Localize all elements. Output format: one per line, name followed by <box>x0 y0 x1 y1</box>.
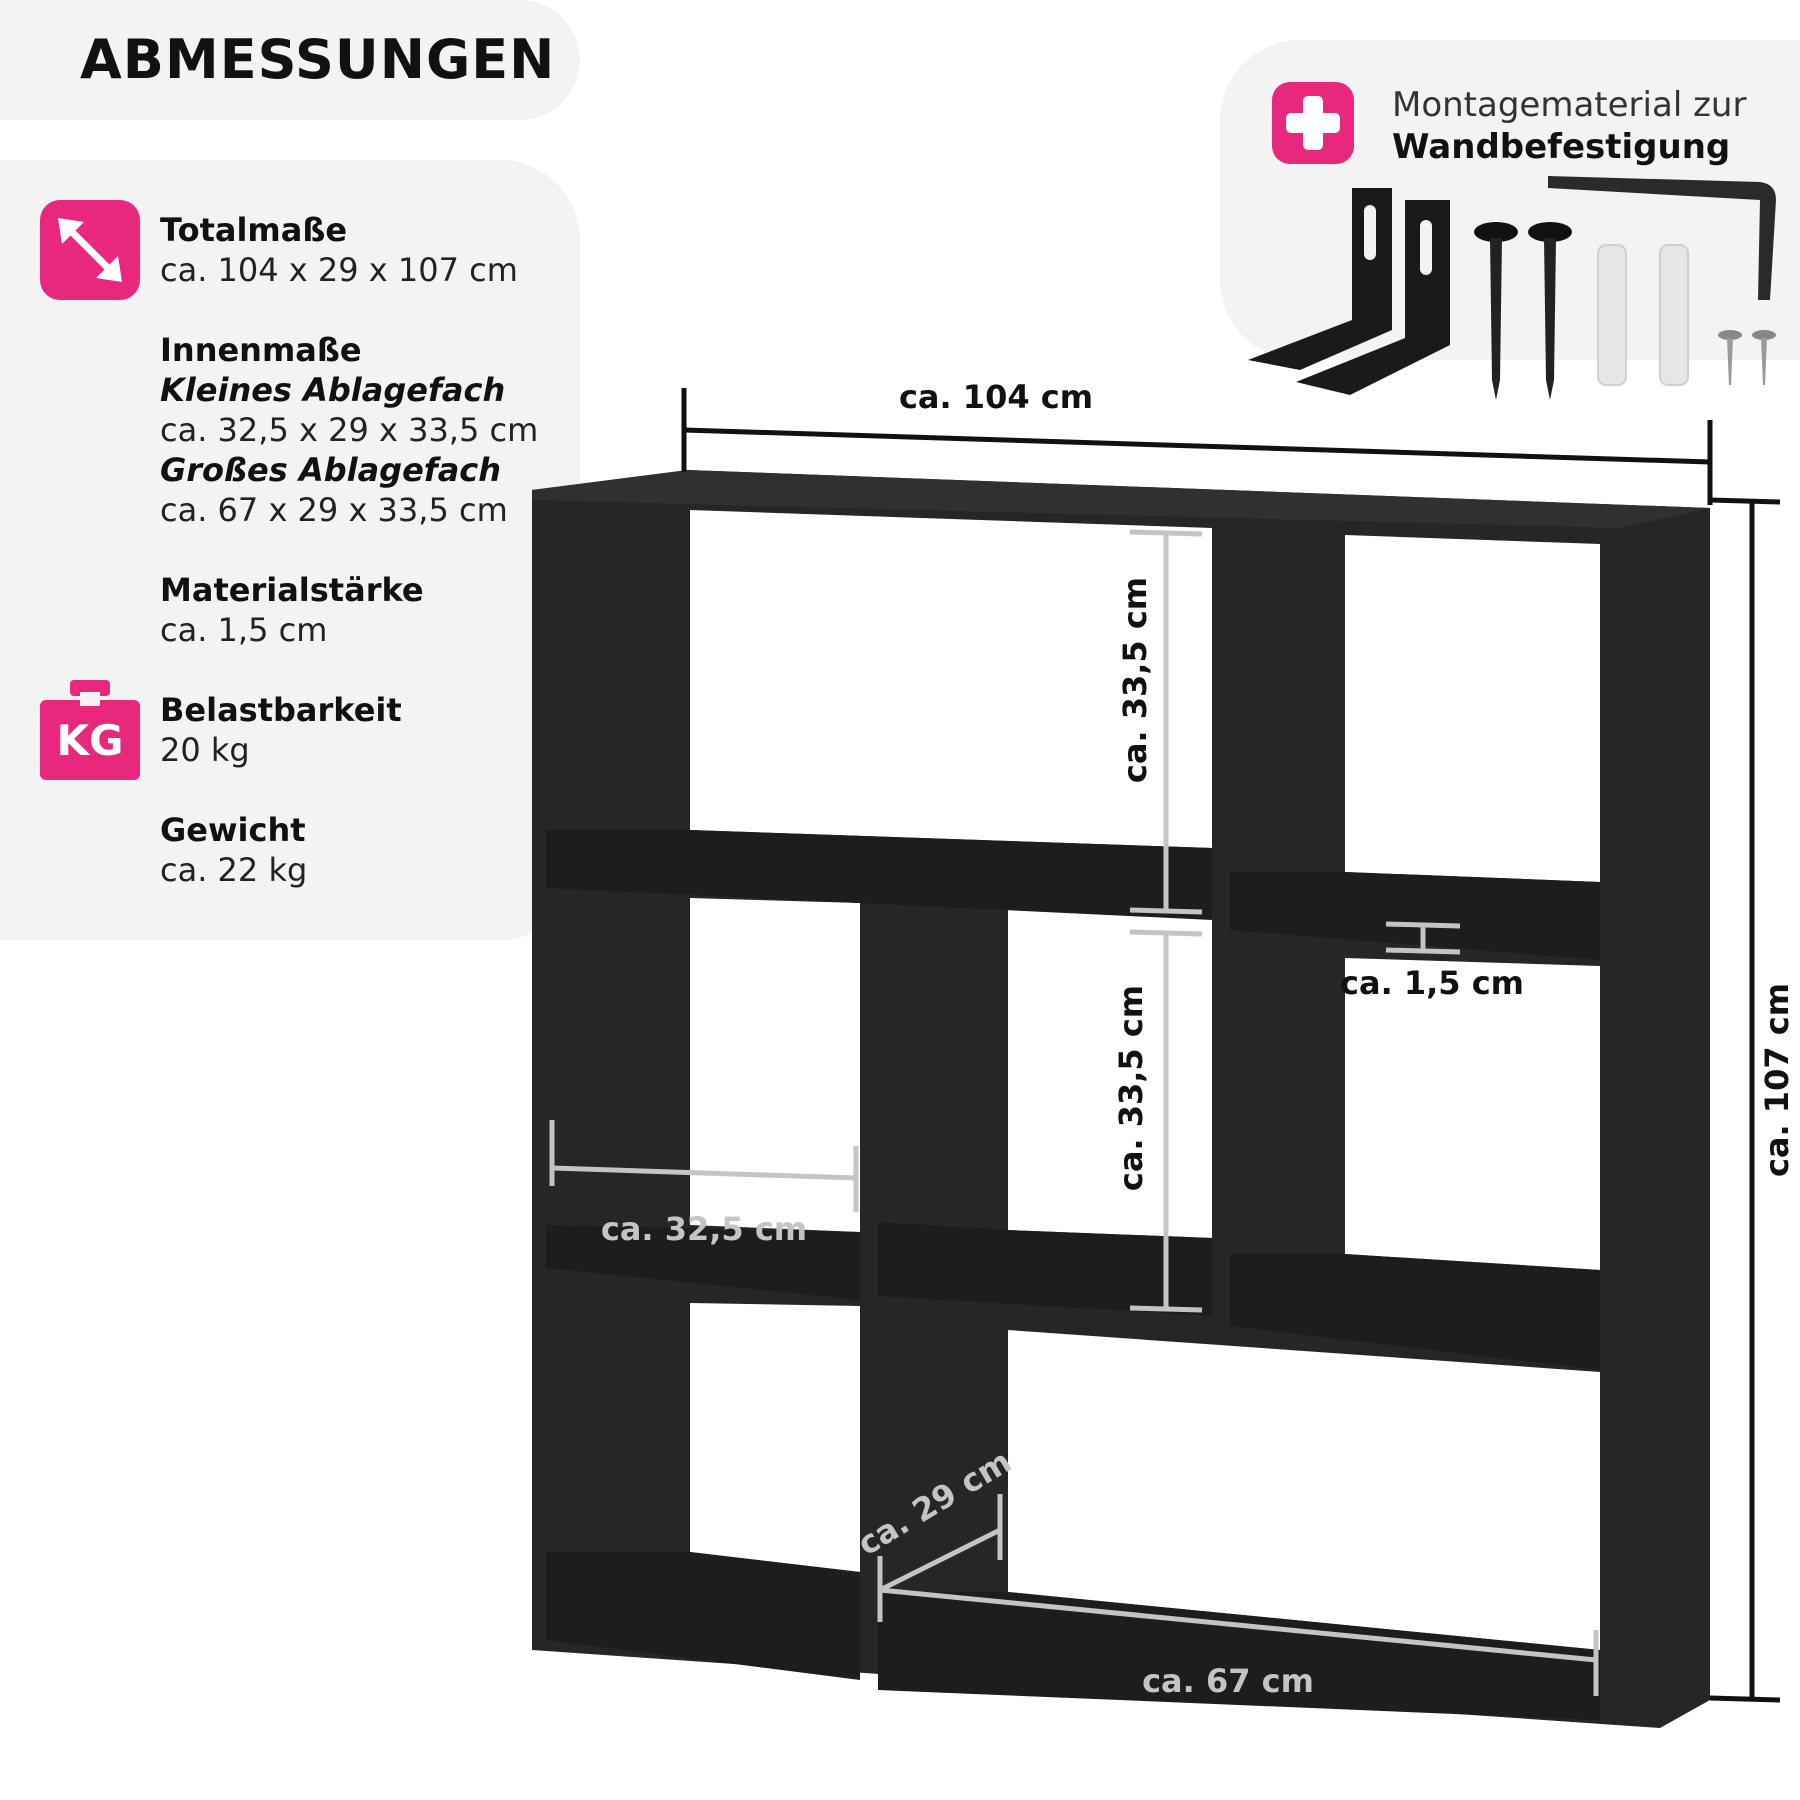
title-panel <box>0 0 580 120</box>
material-value: ca. 1,5 cm <box>160 611 328 649</box>
load-label: Belastbarkeit <box>160 691 402 729</box>
small-label: Kleines Ablagefach <box>160 371 506 409</box>
shelf-illustration <box>532 470 1710 1728</box>
kg-weight-icon: KG <box>40 680 140 780</box>
diagonal-arrow-icon <box>40 200 140 300</box>
dimension-large-width <box>879 1587 1599 1696</box>
load-value: 20 kg <box>160 731 250 769</box>
kg-icon-text: KG <box>56 716 124 765</box>
spec-total: Totalmaße ca. 104 x 29 x 107 cm <box>160 210 518 290</box>
large-label: Großes Ablagefach <box>160 451 502 489</box>
bracket-icon <box>1248 188 1450 395</box>
hardware-items <box>1248 176 1776 400</box>
hardware-line2: Wandbefestigung <box>1392 127 1731 167</box>
dimension-small-width <box>549 1120 859 1212</box>
small-screw-icon <box>1718 330 1776 385</box>
spec-weight: Gewicht ca. 22 kg <box>160 810 307 890</box>
large-width-label: ca. 67 cm <box>1142 1662 1314 1700</box>
total-label: Totalmaße <box>160 211 348 249</box>
page-title: ABMESSUNGEN <box>80 28 556 91</box>
inner-label: Innenmaße <box>160 331 362 369</box>
spec-load: Belastbarkeit 20 kg <box>160 690 402 770</box>
weight-label: Gewicht <box>160 811 306 849</box>
dimension-depth <box>877 1494 1003 1622</box>
inner-height-top-label: ca. 33,5 cm <box>1116 577 1154 783</box>
dimension-inner-height-mid <box>1129 929 1203 1313</box>
small-width-label: ca. 32,5 cm <box>601 1210 807 1248</box>
spec-material: Materialstärke ca. 1,5 cm <box>160 570 424 650</box>
inner-height-mid-label: ca. 33,5 cm <box>1112 985 1150 1191</box>
wall-plug-icon <box>1597 244 1689 386</box>
dimension-height <box>1709 497 1781 1703</box>
allen-key-icon <box>1548 176 1776 300</box>
dimension-inner-height-top <box>1129 529 1203 915</box>
large-value: ca. 67 x 29 x 33,5 cm <box>160 491 508 529</box>
dimension-thickness <box>1385 921 1461 955</box>
hardware-line1: Montagematerial zur <box>1392 85 1747 125</box>
material-label: Materialstärke <box>160 571 424 609</box>
hardware-text: Montagematerial zur Wandbefestigung <box>1392 84 1746 168</box>
plus-icon <box>1272 82 1354 164</box>
spec-inner: Innenmaße Kleines Ablagefach ca. 32,5 x … <box>160 330 538 530</box>
width-label: ca. 104 cm <box>899 378 1093 416</box>
height-label: ca. 107 cm <box>1758 983 1796 1177</box>
small-value: ca. 32,5 x 29 x 33,5 cm <box>160 411 539 449</box>
dimension-width <box>681 388 1713 505</box>
total-value: ca. 104 x 29 x 107 cm <box>160 251 518 289</box>
weight-value: ca. 22 kg <box>160 851 308 889</box>
screw-icon <box>1474 222 1572 400</box>
thickness-label: ca. 1,5 cm <box>1340 964 1524 1002</box>
